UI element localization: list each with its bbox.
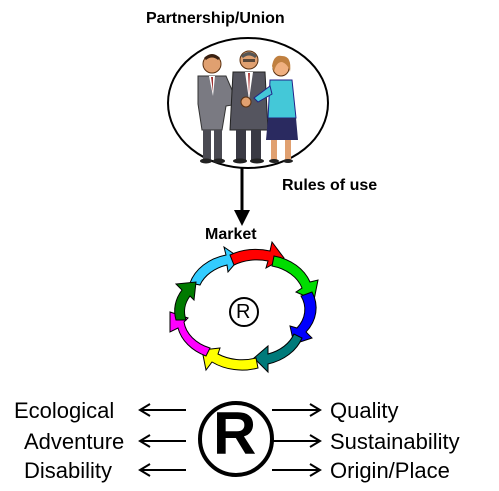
cycle-arrow-blue (289, 291, 317, 345)
cycle-arrow-magenta (169, 311, 211, 357)
left-arrows (138, 403, 186, 477)
rules-of-use-label: Rules of use (282, 177, 378, 194)
left-label-ecological: Ecological (14, 398, 115, 423)
person-right-icon (253, 55, 298, 163)
cycle-registered-icon (229, 297, 259, 327)
diagram-title: Partnership/Union (146, 10, 285, 27)
cycle-arrow-yellow (201, 347, 259, 372)
handshake-icon (240, 96, 252, 108)
registered-symbol-icon (198, 401, 274, 477)
cycle-arrow-teal (253, 333, 303, 374)
right-label-quality: Quality (330, 398, 399, 423)
right-arrows (272, 403, 322, 477)
left-label-disability: Disability (24, 458, 113, 483)
partnership-illustration (167, 37, 329, 169)
cycle-center-symbol: R (236, 301, 251, 323)
right-label-origin-place: Origin/Place (330, 458, 450, 483)
down-arrow (234, 167, 250, 226)
right-label-sustainability: Sustainability (330, 429, 460, 454)
left-label-adventure: Adventure (24, 429, 125, 454)
cycle-arrow-darkgreen (174, 281, 197, 321)
cycle-arrow-red (229, 240, 285, 270)
market-label: Market (205, 226, 257, 243)
person-left-icon (197, 54, 239, 164)
cycle-arrow-cyan (189, 245, 241, 286)
big-r-symbol: R (213, 400, 257, 467)
market-cycle (169, 240, 319, 374)
